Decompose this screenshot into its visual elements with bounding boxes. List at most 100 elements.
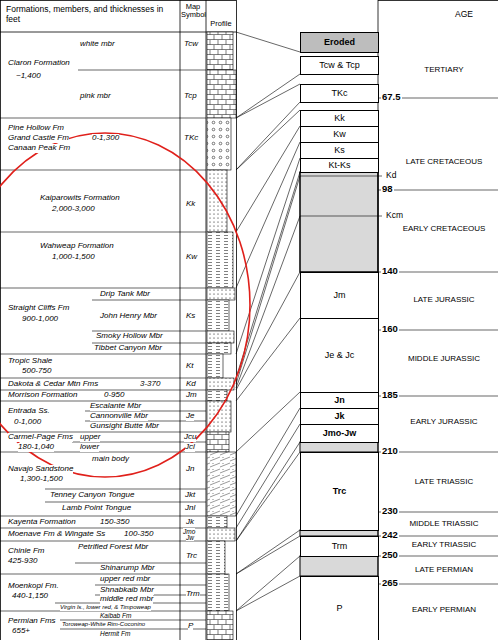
formation-label: 150-350 [100,518,129,527]
map-symbol: Jm [186,391,197,400]
unit-symbol: Trc [333,487,347,497]
unit-symbol: Kk [334,114,345,124]
unit-symbol: P [336,604,342,614]
column-header: Formations, members, and thicknesses in … [6,5,174,25]
formation-label: Petrified Forest Mbr [78,543,148,552]
formation-label: Chinle Fm [8,547,44,556]
period-label: MIDDLE JURASSIC [392,355,496,364]
map-symbol: Tcw [184,40,198,49]
formation-label: Dakota & Cedar Mtn Fms [8,380,98,389]
formation-label: Shinarump Mbr [100,564,155,573]
unit-symbol: TKc [331,89,347,99]
column-header: Map Symbol [181,3,205,20]
map-symbol: Kaibab Fm [100,612,131,619]
formation-label: 1,000-1,500 [52,253,95,262]
map-symbol: Kd [186,380,196,389]
unit-box: Ks [300,142,379,159]
column-header: Profile [209,20,233,28]
formation-label: 100-350 [124,530,153,539]
formation-label: Pine Hollow Fm [8,124,64,133]
map-symbol: P [188,622,193,631]
map-symbol: Hermit Fm [100,630,130,637]
unit-symbol: Trm [332,542,348,552]
member-label: Toroweap-White Rim-Coconino [62,621,145,628]
formation-label: 2,000-3,000 [52,205,95,214]
formation-label: Kaiparowits Formation [40,194,120,203]
period-label: MIDDLE TRIASSIC [392,520,496,529]
map-symbol: Kt [186,362,194,371]
formation-label: Wahweap Formation [40,242,114,251]
formation-label: Cannonville Mbr [90,412,148,421]
map-symbol: Jw [186,534,194,541]
formation-label: Permian Fms [8,617,56,626]
unit-symbol: Kt-Ks [328,161,350,171]
period-label: EARLY PERMIAN [392,606,496,615]
formation-label: Grand Castle Fm [8,134,69,143]
map-symbol: Trc [186,552,197,561]
formation-label: Drip Tank Mbr [100,290,150,299]
map-symbol: Trm [186,590,200,599]
formation-label: Gunsight Butte Mbr [90,422,159,431]
unit-box: Jm [300,272,379,319]
formation-label: 440-1,150 [12,592,48,601]
formation-label: Carmel-Page Fms [8,433,73,442]
formation-label: pink mbr [80,92,111,101]
unit-box: TKc [300,84,379,103]
unit-box: Tcw & Tcp [300,56,379,75]
formation-label: Morrison Formation [8,391,77,400]
formation-label: 500-750 [22,367,51,376]
formation-label: lower [80,443,99,452]
formation-label: ~1,400 [16,72,41,81]
formation-label: 0-1,000 [14,418,41,427]
map-symbol: Tcp [184,92,197,101]
formation-label: 0-1,300 [92,134,119,143]
age-number: 230 [381,506,399,516]
formation-label: white mbr [80,40,115,49]
map-symbol: Jnl [185,504,195,513]
formation-label: 180-1,040 [18,443,54,452]
unit-symbol: Je & Jc [325,351,355,361]
formation-label: Smoky Hollow Mbr [96,332,163,341]
map-symbol: Je [186,412,194,421]
map-symbol: Jkt [185,491,195,500]
age-number: 98 [381,184,394,194]
formation-label: Moenkopi Fm. [8,582,59,591]
member-label: Virgin ls., lower red, & Timpoweap [60,604,151,611]
unit-symbol: Jm [334,291,346,301]
map-symbol: Jk [186,518,194,527]
age-number: 67.5 [381,92,402,102]
unit-box: Kt-Ks [300,158,379,173]
unit-box: Kw [300,126,379,143]
unit-box: Jk [300,408,379,425]
formation-label: upper red mbr [100,575,150,584]
age-number: 185 [381,390,399,400]
formation-label: Navajo Sandstone [8,465,73,474]
unit-box: Jn [300,392,379,409]
map-symbol: Kk [186,200,195,209]
formation-label: Shnabkaib Mbr [100,586,154,595]
age-number: 210 [381,446,399,456]
map-symbol: Jcu [184,433,196,442]
formation-label: middle red mbr [100,595,153,604]
map-symbol: Ks [186,312,195,321]
period-label: TERTIARY [392,66,496,75]
formation-label: 3-370 [140,380,160,389]
formation-label: Moenave Fm & Wingate Ss [8,530,105,539]
unit-box: Trm [300,536,379,557]
map-symbol: Jcl [185,443,195,452]
age-number: 160 [381,324,399,334]
formation-label: 0-950 [104,391,124,400]
unit-box: Kk [300,110,379,127]
formation-label: Lamb Point Tongue [62,504,131,513]
formation-label: Tibbet Canyon Mbr [94,344,162,353]
unit-box: Je & Jc [300,318,379,393]
formation-label: Straight Cliffs Fm [8,304,69,313]
period-label: EARLY JURASSIC [392,418,496,427]
unit-symbol: Eroded [324,38,355,48]
formation-label: upper [80,433,100,442]
formation-label: Canaan Peak Fm [8,144,70,153]
unit-box: Eroded [300,32,379,53]
formation-label: 1,300-1,500 [20,475,63,484]
period-label: LATE JURASSIC [392,296,496,305]
